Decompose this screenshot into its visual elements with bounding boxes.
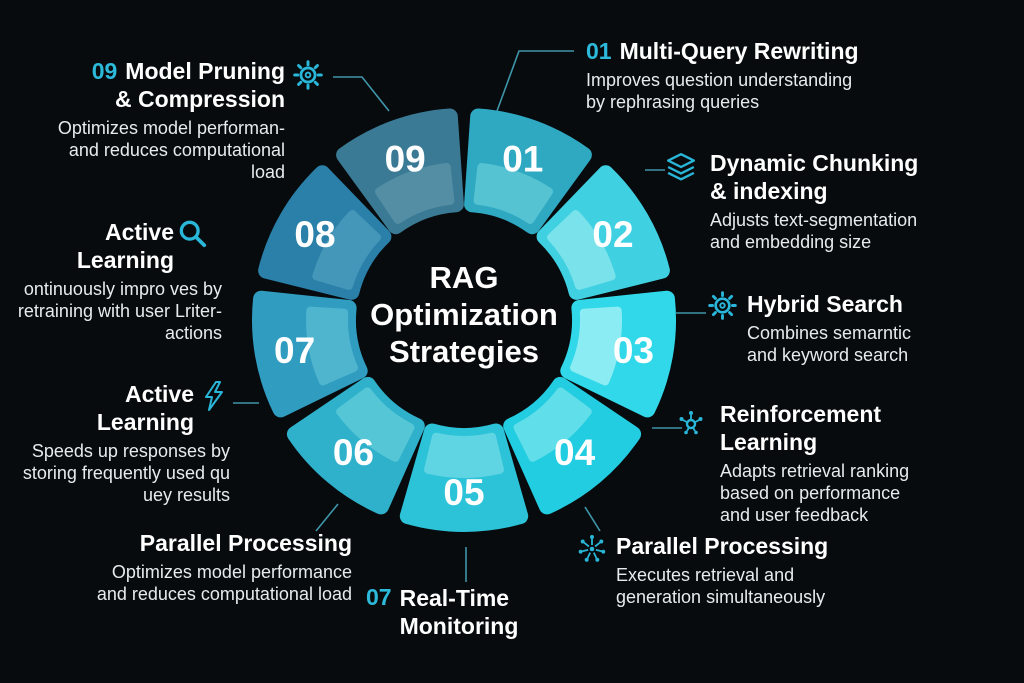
wheel-segment-inner-band-02 (547, 210, 616, 290)
connector-lines (233, 50, 706, 582)
item06-desc: Optimizes model performance and reduces … (96, 562, 352, 604)
connector-item05 (584, 506, 601, 532)
item01-number: 01 (586, 38, 612, 64)
wheel-ring: 01 02 03 04 05 06 07 08 09 (251, 108, 677, 532)
active-speed-title: Active Learning (96, 381, 194, 435)
item07-number: 07 (366, 584, 392, 610)
label-parallel-processing-right: Parallel Processing Executes retrieval a… (616, 532, 828, 608)
wheel-segment-inner-band-09 (375, 163, 455, 224)
gear-icon (708, 291, 737, 320)
item03-title: Hybrid Search (747, 291, 903, 317)
item05-desc: Executes retrieval and generation simult… (616, 565, 826, 607)
item02-title: Dynamic Chunking & indexing (710, 150, 919, 204)
search-icon (178, 219, 207, 248)
wheel-segment-number-08: 08 (294, 214, 335, 255)
item09-title: Model Pruning & Compression (115, 58, 285, 112)
active-retrain-desc: ontinuously impro ves by retraining with… (17, 279, 222, 343)
label-multi-query-rewriting: 01 Multi-Query Rewriting Improves questio… (586, 37, 859, 113)
wheel-segment-inner-band-05 (424, 432, 504, 478)
wheel-segment-number-01: 01 (502, 138, 543, 179)
item05-title: Parallel Processing (616, 533, 829, 559)
label-active-learning-retrain: Active Learning ontinuously impro ves by… (0, 218, 222, 344)
item01-desc: Improves question understanding by rephr… (586, 70, 853, 112)
connector-item06 (315, 503, 339, 532)
wheel-segment-number-06: 06 (333, 432, 374, 473)
active-retrain-title: Active Learning (76, 219, 174, 273)
label-real-time-monitoring: 07 Real-Time Monitoring (366, 584, 518, 640)
wheel-segment-number-07: 07 (274, 330, 315, 371)
item03-desc: Combines semarntic and keyword search (747, 323, 912, 365)
wheel-segment-inner-band-07 (306, 306, 358, 386)
label-parallel-processing-left: Parallel Processing Optimizes model perf… (52, 529, 352, 605)
item04-title: Reinforcement Learning (720, 401, 882, 455)
item07-title: Real-Time Monitoring (399, 585, 519, 639)
wheel-segment-number-05: 05 (443, 472, 484, 513)
wheel-segment-inner-band-06 (336, 387, 415, 462)
molecule-icon (676, 407, 706, 437)
item04-desc: Adapts retrieval ranking based on perfor… (720, 461, 910, 525)
item09-desc: Optimizes model performan- and reduces c… (57, 118, 285, 182)
connector-item09 (333, 76, 390, 112)
network-icon (577, 534, 607, 564)
wheel-center-title: RAG Optimization Strategies (370, 260, 558, 369)
label-reinforcement-learning: Reinforcement Learning Adapts retrieval … (720, 400, 909, 526)
label-active-learning-cache: Active Learning Speeds up responses by s… (0, 380, 230, 506)
item09-number: 09 (91, 58, 118, 84)
wheel-segment-number-02: 02 (592, 214, 633, 255)
wheel-segment-number-03: 03 (613, 330, 654, 371)
label-hybrid-search: Hybrid Search Combines semarntic and key… (747, 290, 911, 366)
active-speed-desc: Speeds up responses by storing frequentl… (22, 441, 230, 505)
item02-desc: Adjusts text-segmentation and embedding … (710, 210, 918, 252)
gear-icon (293, 60, 323, 90)
connector-item01 (496, 50, 574, 112)
wheel-segment-inner-band-03 (570, 306, 622, 386)
wheel-segment-number-04: 04 (554, 432, 596, 473)
layers-icon (666, 152, 696, 182)
lightning-icon (201, 381, 227, 411)
wheel-segment-inner-band-01 (473, 163, 553, 224)
item01-heading: 01 Multi-Query Rewriting (586, 37, 859, 65)
wheel-segment-number-09: 09 (385, 138, 426, 179)
item01-title: Multi-Query Rewriting (619, 38, 859, 64)
wheel-segment-inner-band-08 (312, 210, 381, 290)
wheel-segment-inner-band-04 (513, 387, 592, 462)
item06-title: Parallel Processing (139, 530, 352, 556)
label-dynamic-chunking: Dynamic Chunking & indexing Adjusts text… (710, 149, 918, 253)
